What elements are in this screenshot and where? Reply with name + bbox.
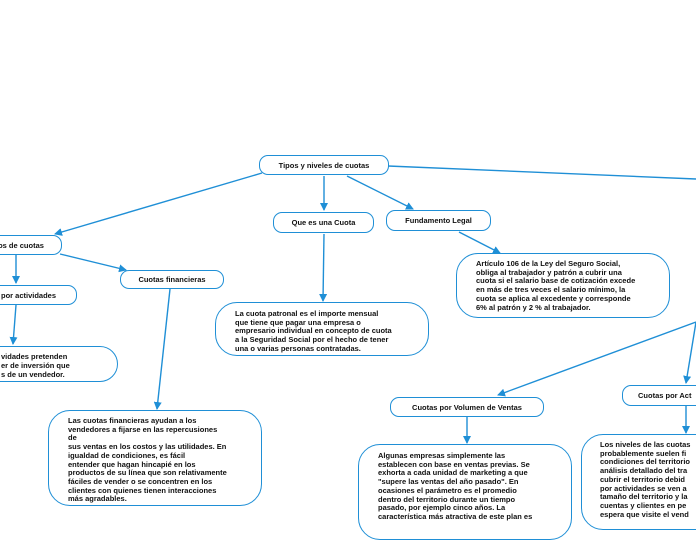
financieras-desc: Las cuotas financieras ayudan a los vend…	[68, 416, 227, 504]
fundamento-label: Fundamento Legal	[405, 216, 472, 225]
que-es-desc: La cuota patronal es el importe mensual …	[235, 309, 392, 353]
financieras-node[interactable]: Cuotas financieras	[120, 270, 224, 289]
que-es-desc-box[interactable]: La cuota patronal es el importe mensual …	[215, 302, 429, 356]
link-right-volumen	[497, 321, 696, 397]
root-node[interactable]: Tipos y niveles de cuotas	[259, 155, 389, 175]
link-tipos-financieras	[59, 253, 127, 273]
root-label: Tipos y niveles de cuotas	[278, 160, 370, 170]
link-financieras-desc	[153, 288, 171, 410]
link-root-fundamento	[346, 175, 414, 210]
por-act-node[interactable]: Cuotas por Act	[622, 385, 696, 406]
fundamento-desc: Artículo 106 de la Ley del Seguro Social…	[476, 259, 636, 312]
connector-lines	[9, 165, 696, 444]
actividades-label: por actividades	[0, 290, 57, 300]
que-es-label: Que es una Cuota	[291, 218, 356, 227]
volumen-desc: Algunas empresas simplemente las estable…	[378, 451, 533, 521]
link-root-right	[387, 165, 696, 180]
link-root-tipos	[54, 172, 263, 236]
volumen-node[interactable]: Cuotas por Volumen de Ventas	[390, 397, 544, 417]
mind-map-canvas: Tipos y niveles de cuotas Que es una Cuo…	[0, 155, 696, 540]
link-fundamento-desc	[458, 231, 501, 254]
financieras-label: Cuotas financieras	[138, 275, 206, 284]
link-right-poract	[683, 321, 696, 384]
por-act-desc: Los niveles de las cuotas probablemente …	[600, 440, 691, 519]
link-actividades-desc	[9, 304, 18, 345]
volumen-desc-box[interactable]: Algunas empresas simplemente las estable…	[358, 444, 572, 540]
tipos-node[interactable]: os de cuotas	[0, 235, 62, 255]
tipos-label: os de cuotas	[0, 240, 44, 250]
actividades-desc: vidades pretenden er de inversión que s …	[1, 352, 70, 379]
que-es-node[interactable]: Que es una Cuota	[273, 212, 374, 233]
actividades-desc-box[interactable]: vidades pretenden er de inversión que s …	[0, 346, 118, 382]
fundamento-desc-box[interactable]: Artículo 106 de la Ley del Seguro Social…	[456, 253, 670, 318]
link-quees-desc	[319, 233, 328, 302]
actividades-node[interactable]: por actividades	[0, 285, 77, 305]
volumen-label: Cuotas por Volumen de Ventas	[412, 402, 522, 412]
por-act-label: Cuotas por Act	[638, 391, 692, 400]
por-act-desc-box[interactable]: Los niveles de las cuotas probablemente …	[581, 434, 696, 530]
financieras-desc-box[interactable]: Las cuotas financieras ayudan a los vend…	[48, 410, 262, 506]
fundamento-node[interactable]: Fundamento Legal	[386, 210, 491, 231]
